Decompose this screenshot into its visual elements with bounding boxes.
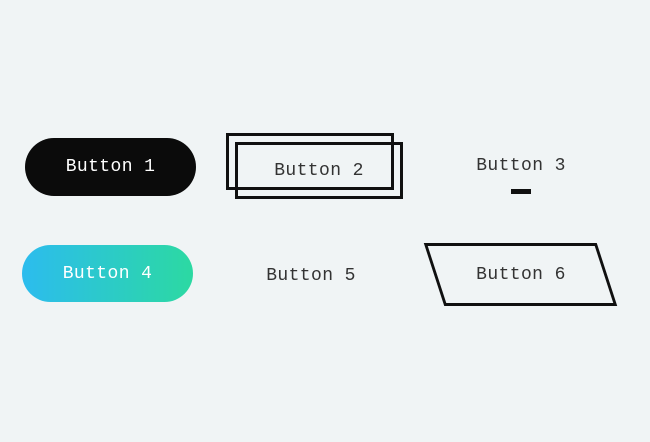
button-3-label: Button 3 (476, 156, 566, 176)
button-1[interactable]: Button 1 (25, 138, 196, 196)
underline-dash (511, 189, 531, 194)
button-6[interactable]: Button 6 (423, 243, 618, 306)
button-6-label: Button 6 (475, 264, 566, 285)
button-2[interactable]: Button 2 (226, 133, 403, 199)
button-3[interactable]: Button 3 (449, 156, 593, 194)
button-5[interactable]: Button 5 (239, 266, 383, 286)
button-4[interactable]: Button 4 (22, 245, 193, 302)
